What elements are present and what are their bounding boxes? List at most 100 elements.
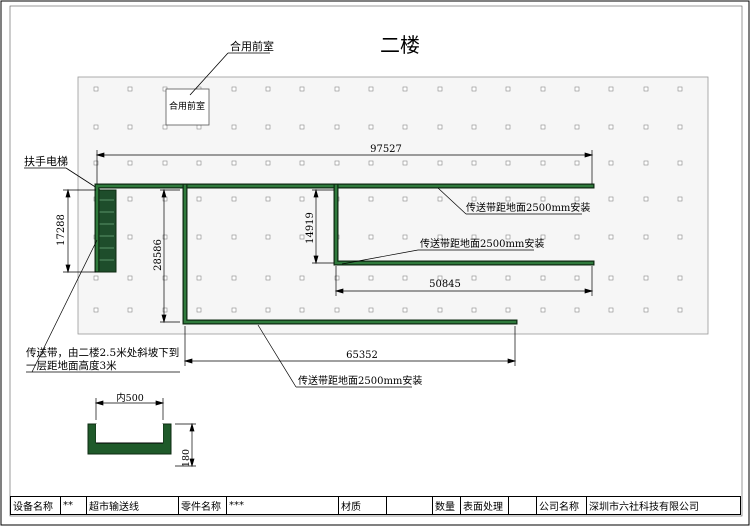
column-marker [299, 124, 305, 130]
column-marker [334, 307, 340, 313]
column-marker [127, 196, 133, 202]
column-marker [677, 160, 683, 166]
column-marker [643, 196, 649, 202]
column-marker [127, 307, 133, 313]
column-marker [196, 124, 202, 130]
room-label: 合用前室 [169, 100, 205, 112]
column-marker [643, 307, 649, 313]
column-marker [93, 307, 99, 313]
company-label: 公司名称 [536, 496, 587, 515]
column-marker [299, 86, 305, 92]
title-block: 设备名称 ** 超市输送线 零件名称 *** 材质 数量 表面处理 公司名称 深… [10, 496, 741, 515]
equipment-name: 超市输送线 [86, 496, 179, 515]
dim-bottom [183, 326, 517, 366]
column-marker [574, 275, 580, 281]
column-marker [471, 86, 477, 92]
column-marker [574, 307, 580, 313]
material-label: 材质 [338, 496, 387, 515]
column-marker [265, 307, 271, 313]
column-marker [127, 234, 133, 240]
column-marker [265, 275, 271, 281]
column-marker [505, 196, 511, 202]
column-marker [608, 307, 614, 313]
column-marker [540, 86, 546, 92]
note-belt-bottom-leader [257, 324, 297, 388]
column-marker [471, 160, 477, 166]
column-marker [505, 307, 511, 313]
room-callout-leader [189, 52, 229, 96]
column-marker [334, 275, 340, 281]
note-belt-mid-leader [341, 249, 419, 265]
note-belt-mid: 传送带距地面2500mm安装 [420, 237, 544, 250]
column-marker [368, 275, 374, 281]
column-marker [402, 124, 408, 130]
column-marker [334, 86, 340, 92]
column-marker [505, 275, 511, 281]
escalator-leader [65, 167, 101, 191]
column-marker [437, 275, 443, 281]
column-marker [574, 86, 580, 92]
dim-inner-vertical [312, 188, 334, 265]
page-title: 二楼 [380, 33, 420, 57]
dim-top-length: 97527 [370, 144, 402, 155]
dim-section-height: 180 [181, 449, 192, 467]
column-marker [368, 124, 374, 130]
dim-middle-length: 50845 [429, 279, 461, 290]
escalator-label: 扶手电梯 [24, 154, 68, 168]
dim-left-height: 17288 [56, 214, 67, 246]
column-marker [471, 196, 477, 202]
column-marker [162, 160, 168, 166]
column-marker [265, 86, 271, 92]
column-marker [334, 160, 340, 166]
surface-label: 表面处理 [460, 496, 509, 515]
conveyor-belts [94, 183, 595, 325]
column-marker [402, 234, 408, 240]
column-marker [368, 307, 374, 313]
column-marker [677, 124, 683, 130]
column-marker [196, 196, 202, 202]
column-marker [437, 307, 443, 313]
dim-top [95, 150, 594, 184]
belt-main [95, 184, 594, 272]
column-marker [93, 86, 99, 92]
column-marker [231, 124, 237, 130]
column-marker [471, 234, 477, 240]
column-marker [231, 86, 237, 92]
column-marker [505, 86, 511, 92]
column-marker [402, 196, 408, 202]
column-marker [677, 196, 683, 202]
column-marker [643, 86, 649, 92]
column-marker [505, 160, 511, 166]
quantity-label: 数量 [432, 496, 461, 515]
column-marker [299, 234, 305, 240]
column-marker [162, 124, 168, 130]
column-marker [437, 86, 443, 92]
column-marker [196, 307, 202, 313]
belt-cross-section: 内500 180 [87, 392, 196, 468]
column-marker [127, 275, 133, 281]
room-box [165, 88, 210, 126]
column-marker [162, 275, 168, 281]
column-marker [505, 124, 511, 130]
column-marker [196, 234, 202, 240]
column-marker [231, 307, 237, 313]
belt-middle [334, 184, 594, 265]
column-marker [608, 196, 614, 202]
column-marker [677, 307, 683, 313]
column-marker [265, 124, 271, 130]
column-marker [608, 160, 614, 166]
note-slope-leader [31, 239, 98, 373]
belt-bottom [183, 184, 517, 324]
note-belt-top: 传送带距地面2500mm安装 [466, 201, 590, 214]
dim-inner-height: 14919 [305, 212, 316, 244]
column-marker [574, 124, 580, 130]
column-marker [437, 160, 443, 166]
note-slope-line1: 传送带，由二楼2.5米处斜坡下到 [26, 346, 179, 359]
column-marker [608, 275, 614, 281]
column-grid [93, 86, 683, 313]
column-marker [299, 196, 305, 202]
column-marker [574, 160, 580, 166]
column-marker [368, 160, 374, 166]
dim-middle [334, 266, 594, 296]
